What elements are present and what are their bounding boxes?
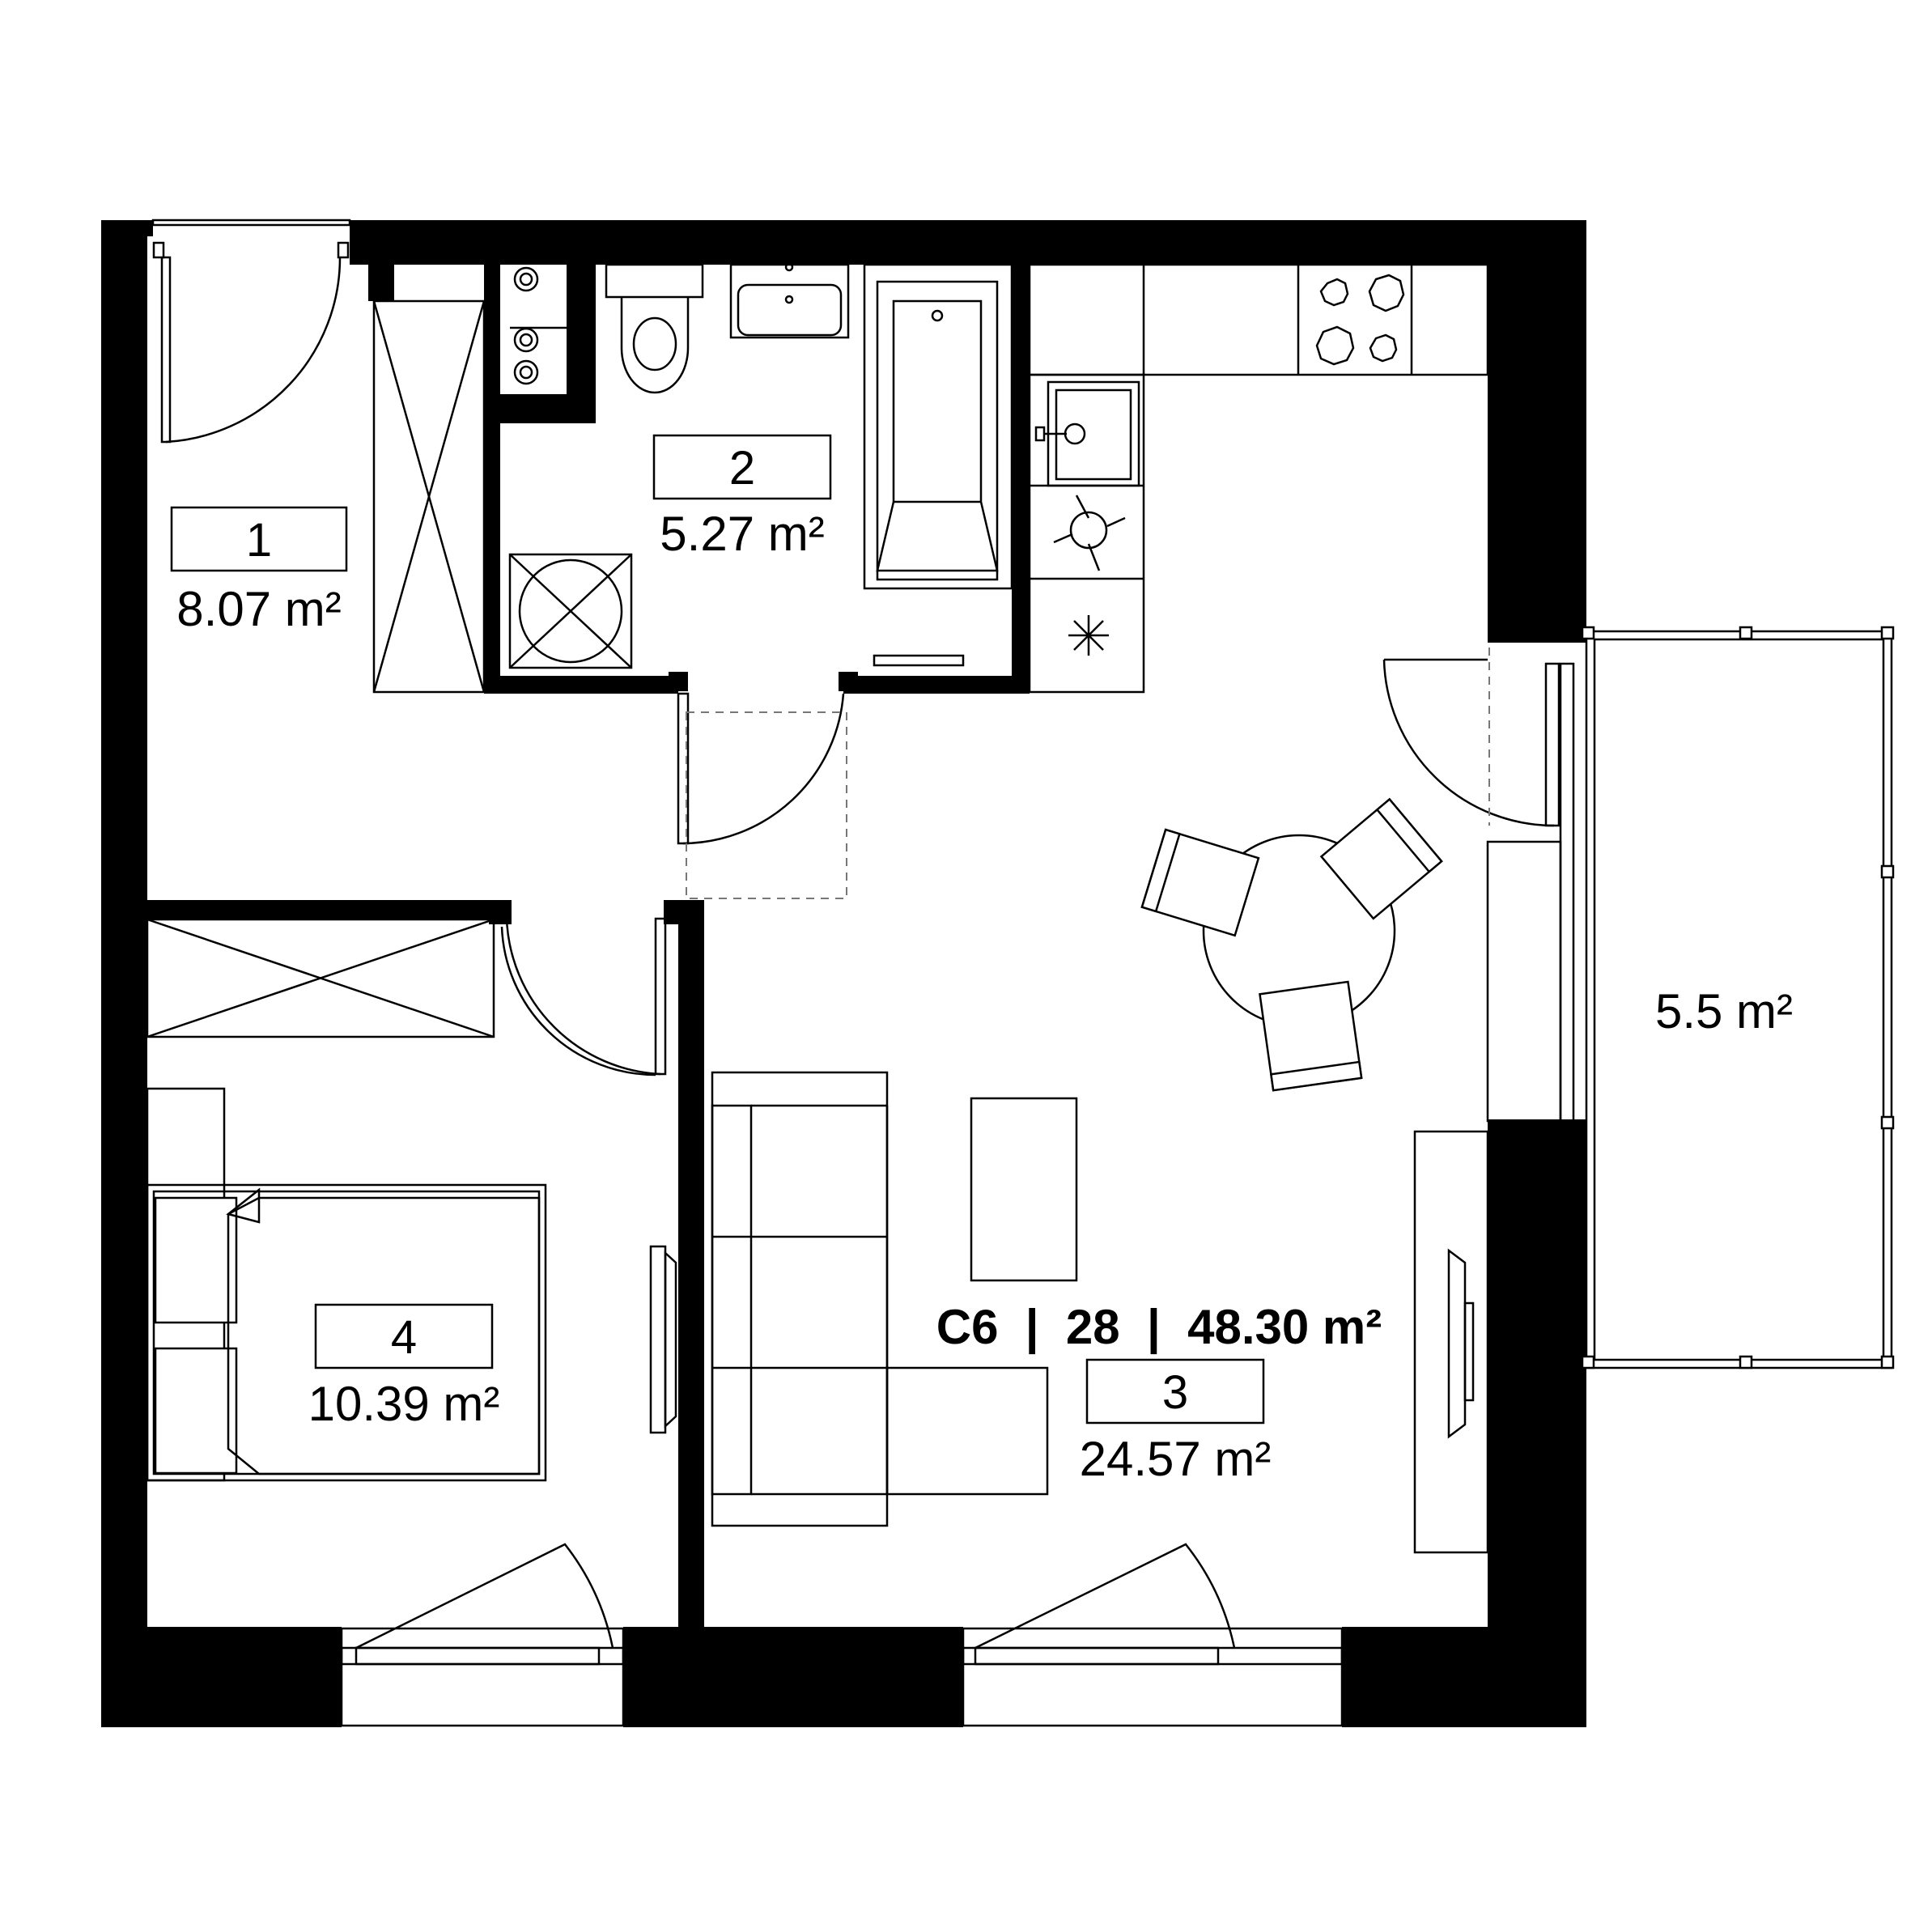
room-4-label: 4 10.39 m²: [308, 1303, 500, 1431]
door-jamb-3: [669, 672, 688, 691]
sofa-icon: [711, 1071, 1049, 1527]
door-jamb-4: [839, 672, 858, 691]
coffee-table-icon: [970, 1097, 1078, 1282]
kitchen-sink-icon: [1034, 380, 1140, 487]
room-1-number-box: [170, 506, 348, 572]
toilet-icon: [605, 263, 704, 394]
bathroom-wall-bottom-left: [484, 676, 678, 694]
room-2-number-box: [652, 434, 832, 500]
living-window: [962, 1543, 1344, 1727]
bathtub-icon: [863, 263, 1013, 590]
dishwasher-icon: [1053, 495, 1126, 571]
bedroom-door: [500, 926, 656, 1076]
bed-icon: [146, 1087, 547, 1482]
room-4-area: 10.39 m²: [308, 1377, 500, 1431]
bathroom-wall-bottom-right: [843, 676, 1030, 694]
fridge-icon: [1068, 615, 1109, 656]
entry-wardrobe: [372, 299, 486, 694]
tv-stand-icon: [1413, 1130, 1489, 1554]
balcony-label: 5.5 m²: [1655, 984, 1793, 1038]
bathroom-wall-left: [484, 265, 500, 694]
outer-wall-left: [101, 220, 147, 1727]
room-1-label: 1 8.07 m²: [170, 506, 348, 636]
room-3-area: 24.57 m²: [1080, 1432, 1272, 1486]
cooktop-icon: [1315, 274, 1405, 366]
outer-wall-bottom-left: [101, 1627, 342, 1727]
room-2-label: 2 5.27 m²: [652, 434, 832, 561]
room-3-label: C6 | 28 | 48.30 m² 3 24.57 m²: [936, 1300, 1382, 1486]
entry-door: [151, 219, 351, 444]
shaft-wall-bottom: [500, 394, 596, 423]
bedroom-door-2: [505, 917, 667, 1076]
balcony-door: [1382, 648, 1575, 1123]
room-1-number: 1: [246, 514, 272, 567]
bedroom-wardrobe: [146, 918, 495, 1038]
room-3-number-box: [1085, 1358, 1265, 1425]
balcony-area: 5.5 m²: [1655, 984, 1793, 1038]
balcony: [1581, 626, 1895, 1369]
bedroom-window: [340, 1543, 625, 1727]
dining-set-icon: [1140, 797, 1443, 1092]
room-4-number: 4: [391, 1311, 417, 1364]
bedroom-radiator: [649, 1245, 677, 1434]
outer-wall-bottom-mid: [623, 1627, 963, 1727]
bedroom-wall-right: [678, 900, 704, 1628]
outer-wall-right-lower: [1488, 1119, 1586, 1727]
bathroom-radiator: [873, 654, 965, 667]
room-2-number: 2: [729, 442, 755, 495]
bedroom-wall-top: [147, 900, 502, 919]
room-4-number-box: [314, 1303, 494, 1369]
outer-wall-top-stub: [101, 220, 153, 236]
room-3-number: 3: [1162, 1366, 1188, 1419]
room-2-area: 5.27 m²: [660, 507, 824, 561]
shaft-wall-right: [567, 265, 596, 394]
door-jamb-2: [664, 900, 683, 924]
bathroom-wall-right: [1012, 265, 1030, 694]
unit-summary: C6 | 28 | 48.30 m²: [936, 1300, 1382, 1355]
walls: [101, 220, 1586, 1727]
outer-wall-top: [350, 220, 1586, 265]
room-1-area: 8.07 m²: [176, 582, 341, 636]
washbasin-icon: [729, 262, 850, 339]
entry-jamb: [368, 265, 394, 301]
outer-wall-right-upper: [1488, 220, 1586, 643]
outer-wall-bottom-right: [1342, 1627, 1586, 1727]
shaft-pipes: [510, 266, 567, 385]
washing-machine-icon: [508, 553, 633, 669]
bathroom-door: [677, 692, 847, 899]
